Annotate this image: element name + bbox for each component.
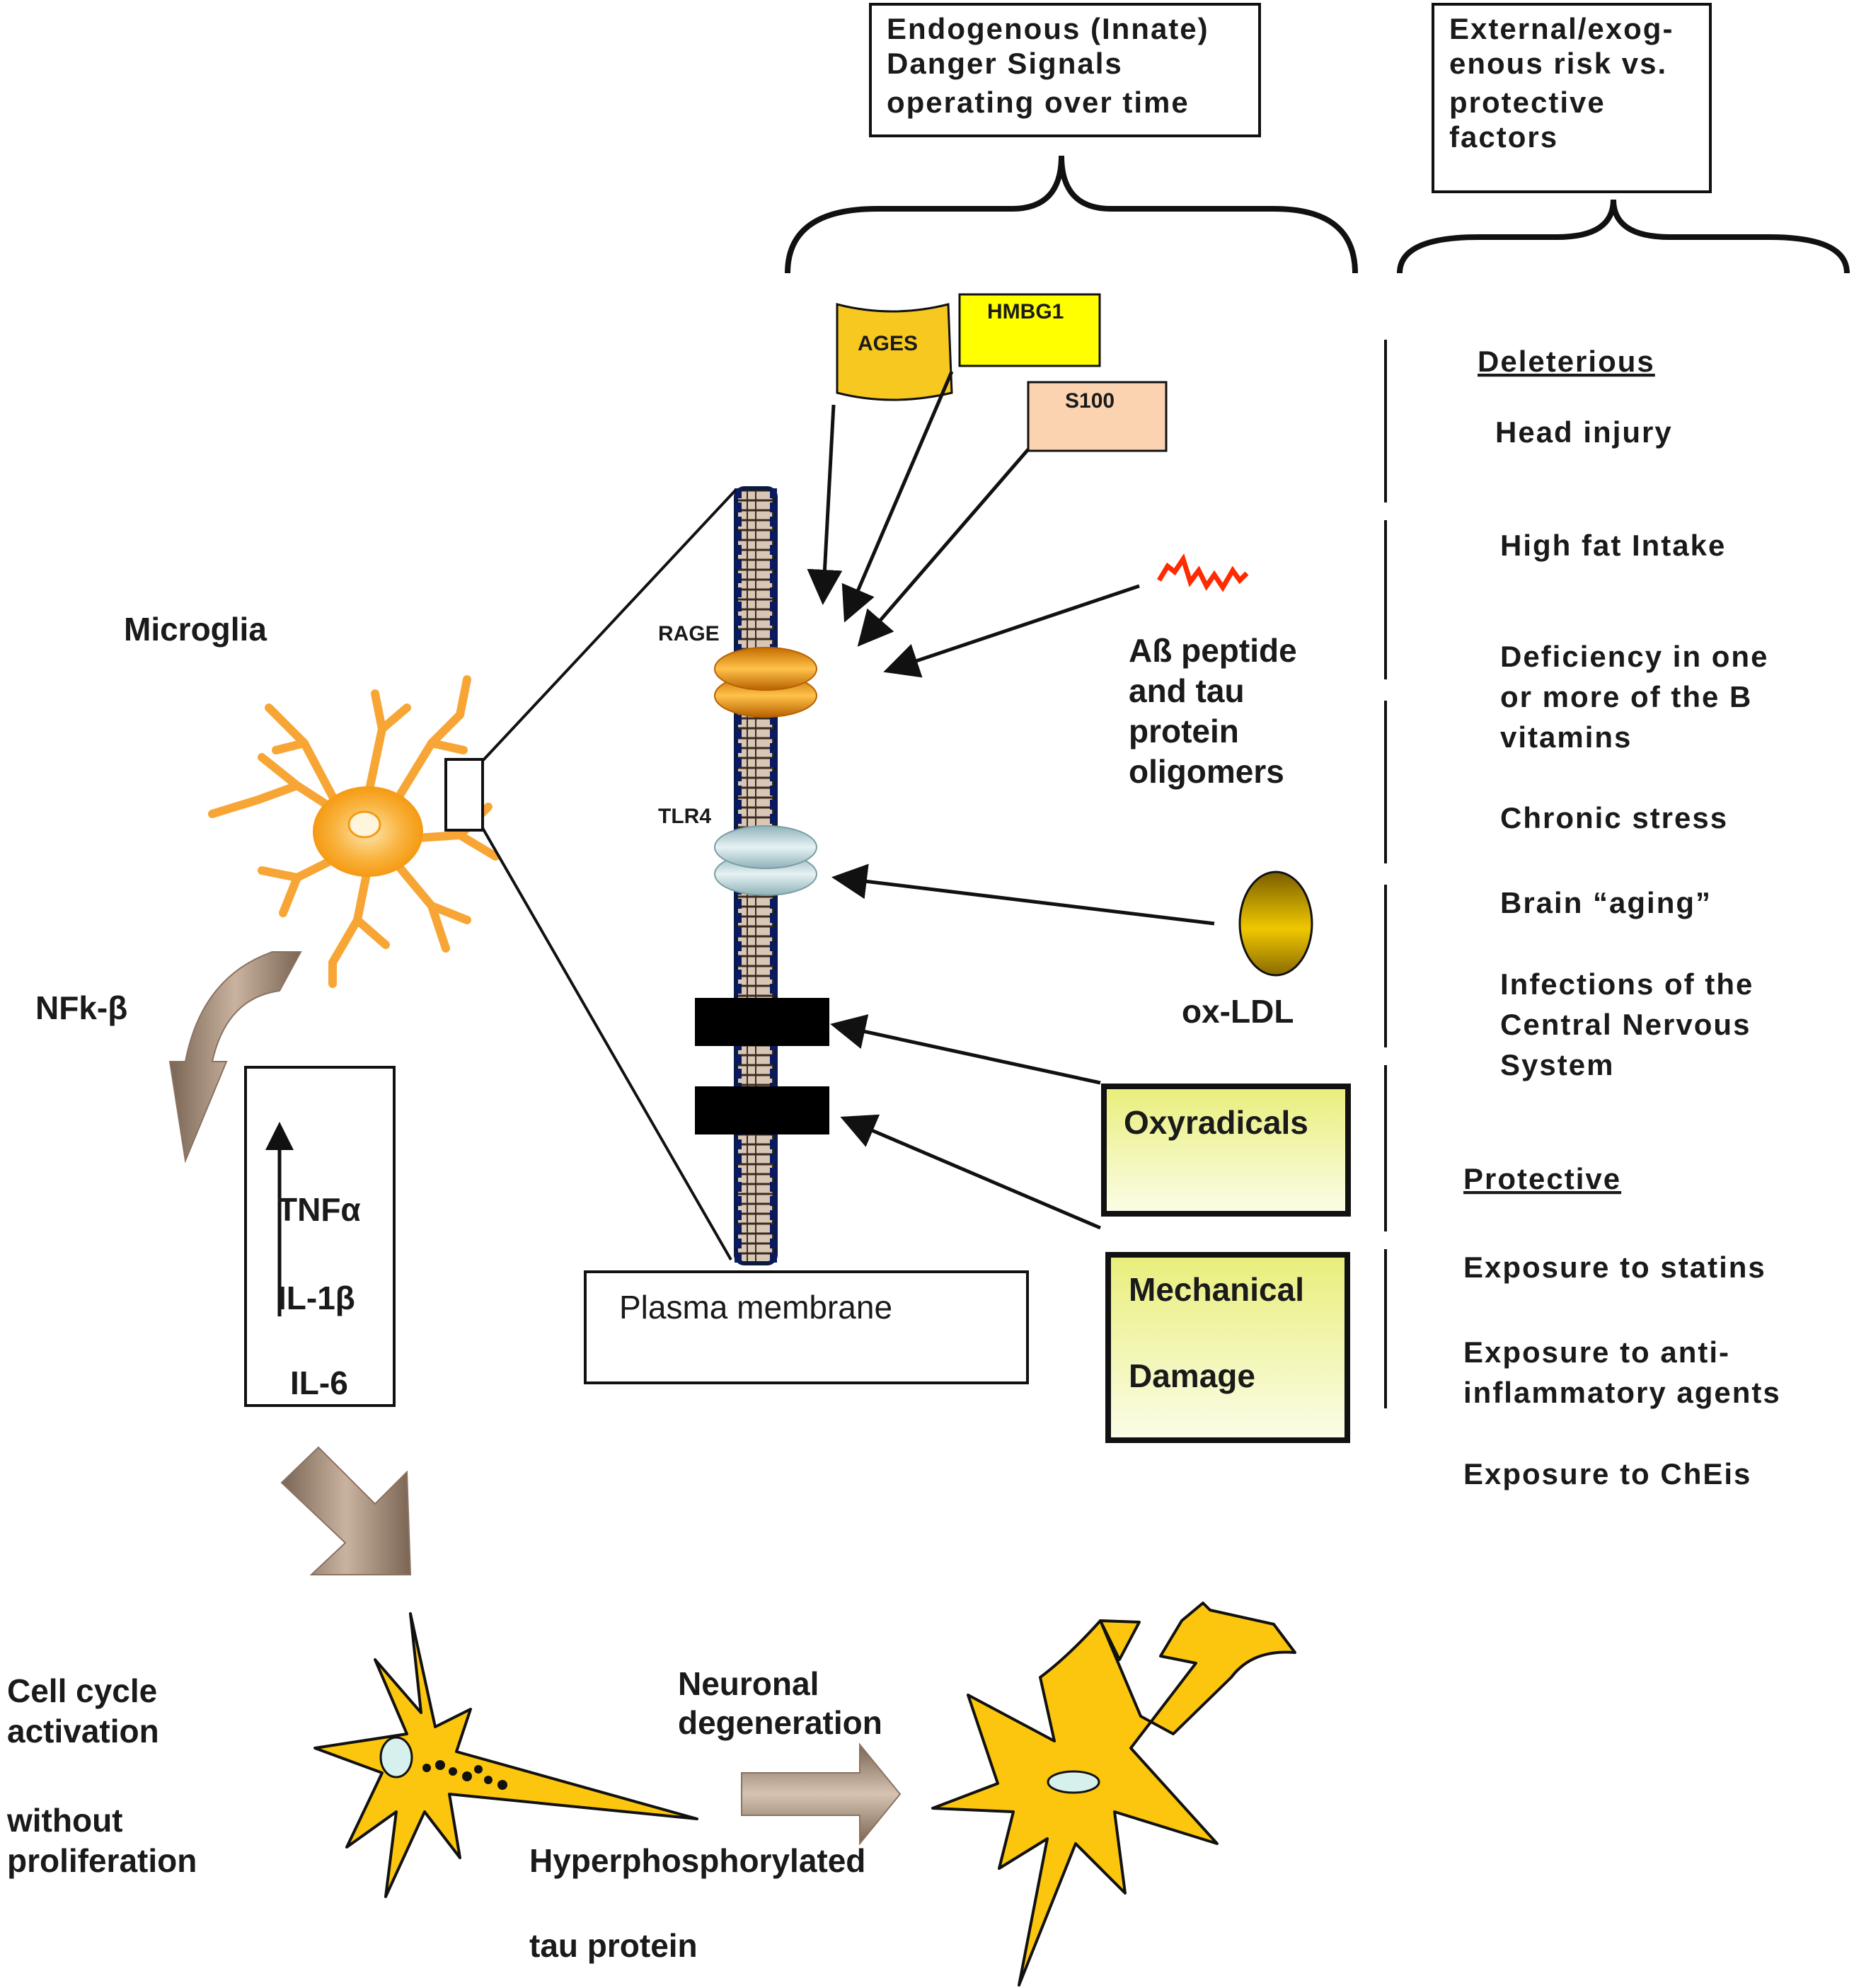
endogenous-line-3: operating over time	[887, 86, 1190, 119]
microglia-label: Microglia	[124, 611, 267, 648]
abeta-arrow	[883, 584, 1140, 678]
deleterious-item-6: Brain “aging”	[1500, 886, 1712, 919]
deleterious-item-9: System	[1500, 1048, 1614, 1081]
hyperphos-line-2: tau protein	[529, 1927, 698, 1964]
protective-item-3: Exposure to ChEis	[1463, 1457, 1751, 1490]
endogenous-line-2: Danger Signals	[887, 47, 1123, 80]
s100-label: S100	[1065, 389, 1115, 413]
plasma-membrane-label: Plasma membrane	[619, 1289, 892, 1326]
cell-cycle-line-3: without	[6, 1802, 123, 1839]
hmbg1-label: HMBG1	[987, 300, 1064, 323]
cytokine-il1: IL-1β	[277, 1280, 355, 1316]
ages-arrow	[807, 404, 843, 605]
endogenous-box: Endogenous (Innate) Danger Signals opera…	[869, 3, 1261, 137]
degeneration-arrow	[741, 1742, 902, 1846]
deleterious-item-0: Head injury	[1495, 415, 1673, 449]
oxyradicals-box: Oxyradicals	[1101, 1084, 1351, 1217]
ages-flag: AGES	[836, 303, 953, 401]
abeta-line-1: Aß peptide	[1129, 632, 1297, 669]
deleterious-item-1: High fat Intake	[1500, 529, 1726, 562]
external-line-4: factors	[1449, 120, 1558, 154]
cytokine-il6: IL-6	[290, 1364, 348, 1401]
abeta-squiggle	[1156, 553, 1249, 592]
abeta-line-2: and tau	[1129, 672, 1245, 709]
cell-cycle-line-1: Cell cycle	[7, 1672, 157, 1709]
plasma-membrane-box: Plasma membrane	[584, 1270, 1029, 1384]
zoom-line-top	[481, 488, 737, 762]
protective-item-1: Exposure to anti-	[1463, 1335, 1730, 1369]
external-line-2: enous risk vs.	[1449, 47, 1667, 80]
s100-arrow	[857, 448, 1030, 647]
deleterious-item-2: Deficiency in one	[1500, 640, 1768, 673]
oxyradicals-label: Oxyradicals	[1124, 1104, 1308, 1141]
hyperphos-line-1: Hyperphosphorylated	[529, 1842, 865, 1879]
hmbg1-box: HMBG1	[958, 293, 1101, 367]
mechanical-arrow	[840, 1114, 1101, 1230]
degeneration-line-1: Neuronal	[678, 1665, 819, 1702]
zoom-box	[444, 758, 484, 832]
cytokine-tnf: TNFα	[277, 1191, 361, 1228]
endogenous-line-1: Endogenous (Innate)	[887, 12, 1209, 45]
oxyradicals-arrow	[830, 1014, 1101, 1085]
external-line-3: protective	[1449, 86, 1606, 119]
deleterious-item-8: Central Nervous	[1500, 1008, 1751, 1041]
deleterious-title: Deleterious	[1478, 345, 1655, 378]
rage-receptor	[714, 647, 817, 718]
protective-title: Protective	[1463, 1162, 1621, 1195]
rage-label: RAGE	[658, 622, 720, 645]
external-box: External/exog- enous risk vs. protective…	[1432, 3, 1712, 193]
abeta-line-3: protein	[1129, 713, 1239, 749]
microglia-cell	[208, 675, 500, 988]
neuron-early	[313, 1612, 698, 1898]
mechanical-damage-box: Mechanical Damage	[1105, 1252, 1350, 1443]
deleterious-item-3: or more of the B	[1500, 680, 1752, 713]
cytokine-box: TNFα IL-1β IL-6	[244, 1066, 396, 1407]
mechanical-line-2: Damage	[1129, 1357, 1255, 1394]
ages-label: AGES	[858, 332, 918, 355]
mechanical-receptor	[695, 1086, 829, 1134]
external-brace	[1397, 199, 1850, 274]
deleterious-item-5: Chronic stress	[1500, 801, 1728, 834]
abeta-line-4: oligomers	[1129, 753, 1284, 790]
oxyradical-receptor	[695, 998, 829, 1046]
neuron-degenerated	[931, 1602, 1296, 1987]
oxldl-label: ox-LDL	[1182, 993, 1294, 1030]
cell-cycle-line-4: proliferation	[7, 1842, 197, 1879]
protective-item-2: inflammatory agents	[1463, 1376, 1781, 1409]
nfkb-label: NFk-β	[35, 989, 127, 1026]
degeneration-line-2: degeneration	[678, 1704, 882, 1741]
deleterious-item-4: vitamins	[1500, 720, 1632, 754]
oxldl-particle	[1238, 871, 1313, 977]
deleterious-item-7: Infections of the	[1500, 967, 1754, 1001]
hmbg1-arrow	[841, 371, 954, 623]
protective-item-0: Exposure to statins	[1463, 1251, 1766, 1284]
endogenous-brace	[785, 155, 1358, 274]
oxldl-arrow	[831, 863, 1215, 926]
mechanical-line-1: Mechanical	[1129, 1271, 1304, 1308]
nfkb-curved-arrow	[168, 951, 302, 1164]
s100-box: S100	[1027, 381, 1168, 452]
cell-cycle-line-2: activation	[7, 1713, 159, 1749]
tlr4-receptor	[714, 825, 817, 896]
downstream-arrow	[280, 1446, 412, 1575]
tlr4-label: TLR4	[658, 805, 711, 828]
zoom-line-bottom	[481, 827, 732, 1260]
external-line-1: External/exog-	[1449, 12, 1674, 45]
